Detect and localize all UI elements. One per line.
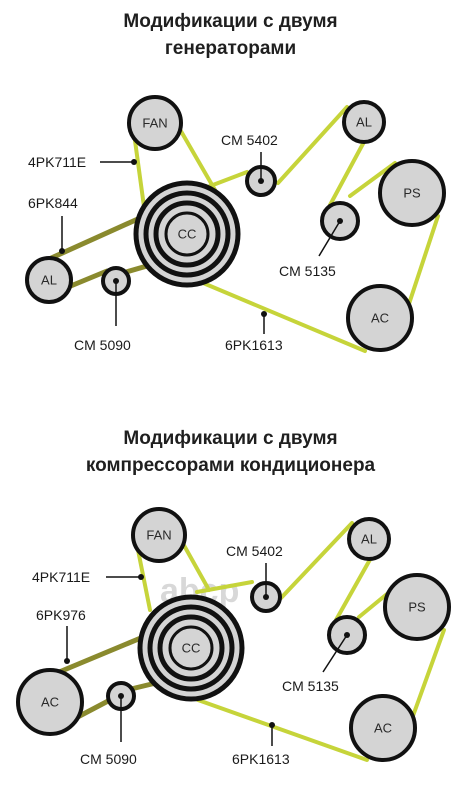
pulley-ac-top: AC [346,284,414,352]
svg-text:AL: AL [361,532,377,547]
pulley-ac-left-bottom: AC [16,668,84,736]
pulley-ac-label: AC [371,311,389,326]
svg-text:CM 5090: CM 5090 [74,337,131,353]
pulley-al-bottom: AL [347,517,391,561]
section-title-bottom: Модификации с двумя компрессорами кондиц… [0,425,461,479]
label-6pk1613-top: 6PK1613 [225,311,283,353]
label-6pk1613-bottom: 6PK1613 [232,722,290,767]
svg-text:AC: AC [41,695,59,710]
svg-text:FAN: FAN [146,528,171,543]
svg-text:4PK711E: 4PK711E [32,569,90,585]
svg-text:4PK711E: 4PK711E [28,154,86,170]
pulley-ps-label: PS [403,186,421,201]
section-title-bottom-line1: Модификации с двумя [123,428,338,449]
pulley-fan-top: FAN [127,95,183,151]
label-cm5090-top: CM 5090 [74,281,131,353]
belt-6pk1613-bottom [195,521,446,762]
pulley-fan-label: FAN [142,116,167,131]
svg-text:CM 5090: CM 5090 [80,751,137,767]
svg-text:CM 5402: CM 5402 [221,132,278,148]
svg-text:CC: CC [182,641,201,656]
svg-text:CM 5135: CM 5135 [279,263,336,279]
svg-text:AC: AC [374,721,392,736]
svg-text:6PK1613: 6PK1613 [232,751,290,767]
svg-text:PS: PS [408,600,426,615]
diagram-bottom: abcp FAN AL PS [16,507,451,767]
section-title-top: Модификации с двумя генераторами [0,8,461,62]
svg-text:CM 5135: CM 5135 [282,678,339,694]
label-cm5090-bottom: CM 5090 [80,696,137,767]
label-6pk844-top: 6PK844 [28,195,78,254]
section-title-top-line2: генераторами [164,38,297,59]
diagram-top: FAN AL PS AC AL [25,95,446,353]
label-cm5402-top: CM 5402 [221,132,278,181]
label-6pk976-bottom: 6PK976 [36,607,86,664]
label-cm5135-top: CM 5135 [279,220,341,279]
pulley-ps-bottom: PS [383,573,451,641]
label-4pk711e-bottom: 4PK711E [32,569,144,585]
pulley-al-label: AL [356,115,372,130]
svg-text:6PK976: 6PK976 [36,607,86,623]
pulley-al-top-right: AL [342,100,386,144]
pulley-ps-top: PS [378,159,446,227]
svg-text:CM 5402: CM 5402 [226,543,283,559]
pulley-fan-bottom: FAN [131,507,187,563]
pulley-al-left-top: AL [25,256,73,304]
label-cm5402-bottom: CM 5402 [226,543,283,597]
pulley-cc-label: CC [178,227,197,242]
label-4pk711e-top: 4PK711E [28,154,137,170]
pulley-cc-top: CC [133,180,241,288]
svg-text:6PK1613: 6PK1613 [225,337,283,353]
section-title-bottom-line2: компрессорами кондиционера [85,455,376,476]
pulley-al-left-label: AL [41,273,57,288]
label-cm5135-bottom: CM 5135 [282,634,348,694]
section-title-top-line1: Модификации с двумя [123,11,338,32]
pulley-ac-right-bottom: AC [349,694,417,762]
svg-text:6PK844: 6PK844 [28,195,78,211]
pulley-cc-bottom: CC [137,594,245,702]
